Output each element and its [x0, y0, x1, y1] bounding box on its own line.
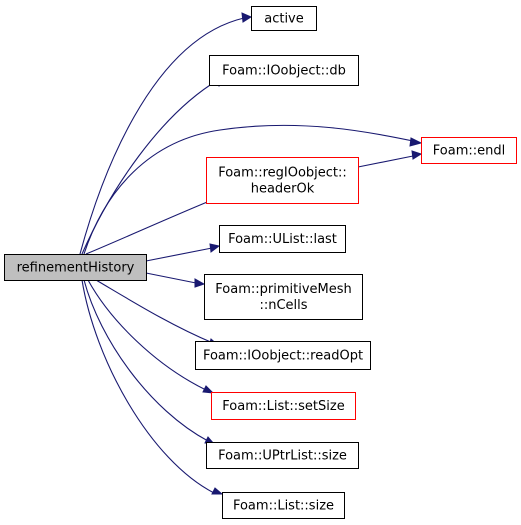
- node-label: active: [264, 12, 304, 27]
- arrowhead-icon: [409, 137, 423, 147]
- node-label: headerOk: [251, 182, 315, 197]
- node-endl[interactable]: Foam::endl: [421, 137, 517, 164]
- node-label: Foam::List::setSize: [222, 399, 344, 414]
- node-box: [195, 341, 371, 370]
- node-label: ::nCells: [259, 298, 307, 313]
- node-listsize[interactable]: Foam::List::size: [222, 492, 345, 519]
- node-label: Foam::IOobject::readOpt: [203, 349, 363, 364]
- arrowhead-icon: [411, 150, 423, 160]
- edge-root-to-listsize: [81, 279, 224, 495]
- node-label: Foam::IOobject::db: [222, 64, 346, 79]
- node-label: Foam::UPtrList::size: [218, 449, 347, 464]
- node-label: Foam::regIOobject::: [218, 166, 347, 181]
- edge-root-to-setSize: [87, 279, 215, 394]
- node-box: [209, 55, 359, 86]
- node-box: [206, 157, 359, 204]
- edge-line: [87, 279, 207, 391]
- edge-line: [145, 247, 213, 262]
- node-setSize[interactable]: Foam::List::setSize: [211, 392, 356, 420]
- node-db[interactable]: Foam::IOobject::db: [209, 55, 359, 86]
- node-last[interactable]: Foam::UList::last: [219, 225, 346, 253]
- arrowhead-icon: [202, 385, 215, 394]
- arrowhead-icon: [194, 278, 206, 288]
- node-box: [219, 225, 346, 253]
- node-label: Foam::primitiveMesh: [215, 282, 351, 297]
- node-label: refinementHistory: [17, 261, 135, 276]
- arrowhead-icon: [241, 12, 253, 23]
- node-nCells[interactable]: Foam::primitiveMesh::nCells: [204, 274, 363, 320]
- edge-line: [85, 197, 218, 255]
- nodes-layer: refinementHistory activeFoam::IOobject::d…: [4, 6, 517, 519]
- edge-line: [357, 155, 414, 168]
- edge-root-to-nCells: [145, 272, 206, 288]
- edge-root-to-endl: [83, 124, 423, 255]
- node-box: [206, 442, 359, 469]
- edge-root-to-db: [81, 75, 226, 255]
- node-uptrsize[interactable]: Foam::UPtrList::size: [206, 442, 359, 469]
- node-headerOk[interactable]: Foam::regIOobject::headerOk: [206, 157, 359, 204]
- edge-line: [95, 279, 214, 344]
- node-box: [251, 6, 317, 31]
- edge-line: [83, 279, 209, 442]
- edge-line: [79, 17, 245, 255]
- node-label: Foam::List::size: [233, 499, 334, 514]
- edge-line: [81, 79, 219, 255]
- edge-line: [81, 279, 215, 494]
- node-box: [421, 137, 517, 164]
- node-box: [222, 492, 345, 519]
- edge-line: [83, 124, 414, 255]
- node-active[interactable]: active: [251, 6, 317, 31]
- node-box: [204, 274, 363, 320]
- edge-root-to-readOpt: [95, 279, 221, 347]
- edge-root-to-last: [145, 243, 221, 262]
- node-readOpt[interactable]: Foam::IOobject::readOpt: [195, 341, 371, 370]
- edge-line: [145, 272, 197, 284]
- node-box: [4, 254, 147, 281]
- node-label: Foam::UList::last: [228, 232, 337, 247]
- edge-root-to-active: [79, 12, 253, 255]
- root-node-refinementHistory: refinementHistory: [4, 254, 147, 281]
- arrowhead-icon: [209, 243, 221, 253]
- edge-headerOk-to-endl: [357, 150, 423, 168]
- node-label: Foam::endl: [433, 144, 505, 159]
- node-box: [211, 392, 356, 420]
- arrowhead-icon: [211, 487, 224, 495]
